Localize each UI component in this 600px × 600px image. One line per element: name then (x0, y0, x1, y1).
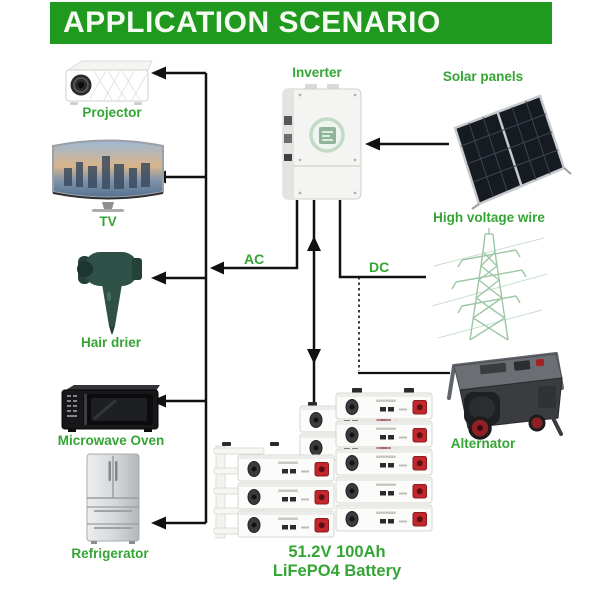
battery-rack (213, 442, 279, 539)
battery-module (237, 454, 335, 482)
high-voltage-wire-label: High voltage wire (433, 210, 545, 225)
battery-module (299, 433, 397, 461)
hairdryer-image (77, 252, 142, 334)
arrow-ac (210, 261, 224, 275)
inverter-label: Inverter (292, 65, 342, 80)
arrow-to-tv (151, 170, 166, 184)
microwave-label: Microwave Oven (57, 433, 165, 448)
battery-caption-line1: 51.2V 100Ah (288, 543, 386, 561)
tv-image (52, 139, 164, 212)
battery-module (335, 392, 433, 420)
projector-label: Projector (82, 105, 142, 120)
alternator-label: Alternator (450, 436, 516, 451)
arrow-battery-up (307, 236, 321, 251)
refrigerator-label: Refrigerator (71, 546, 149, 561)
arrow-battery-down (307, 349, 321, 364)
inverter-image (282, 84, 362, 200)
battery-module (237, 510, 335, 538)
solar-panels-image (453, 94, 572, 210)
battery-caption: 51.2V 100Ah LiFePO4 Battery (273, 543, 401, 581)
battery-module (299, 405, 397, 433)
ac-label: AC (244, 251, 265, 267)
power-tower-image (432, 228, 548, 341)
battery-stack-image (213, 388, 433, 539)
hairdryer-label: Hair drier (80, 335, 142, 350)
battery-module (335, 448, 433, 476)
battery-caption-line2: LiFePO4 Battery (272, 562, 402, 580)
arrow-to-hairdrier (151, 271, 166, 285)
microwave-image (61, 385, 160, 432)
battery-module (237, 482, 335, 510)
alternator-image (447, 352, 564, 440)
arrow-to-refrigerator (151, 516, 166, 530)
projector-image (65, 60, 153, 105)
refrigerator-image (86, 453, 140, 544)
arrow-to-projector (151, 66, 166, 80)
arrow-to-inverter (365, 137, 380, 151)
solar-panels-label: Solar panels (442, 69, 524, 84)
battery-module (335, 504, 433, 532)
tv-label: TV (99, 214, 117, 229)
page-title: APPLICATION SCENARIO (50, 2, 552, 44)
battery-module (335, 420, 433, 448)
arrow-to-microwave (151, 394, 166, 408)
battery-module (335, 476, 433, 504)
dc-label: DC (369, 259, 390, 275)
